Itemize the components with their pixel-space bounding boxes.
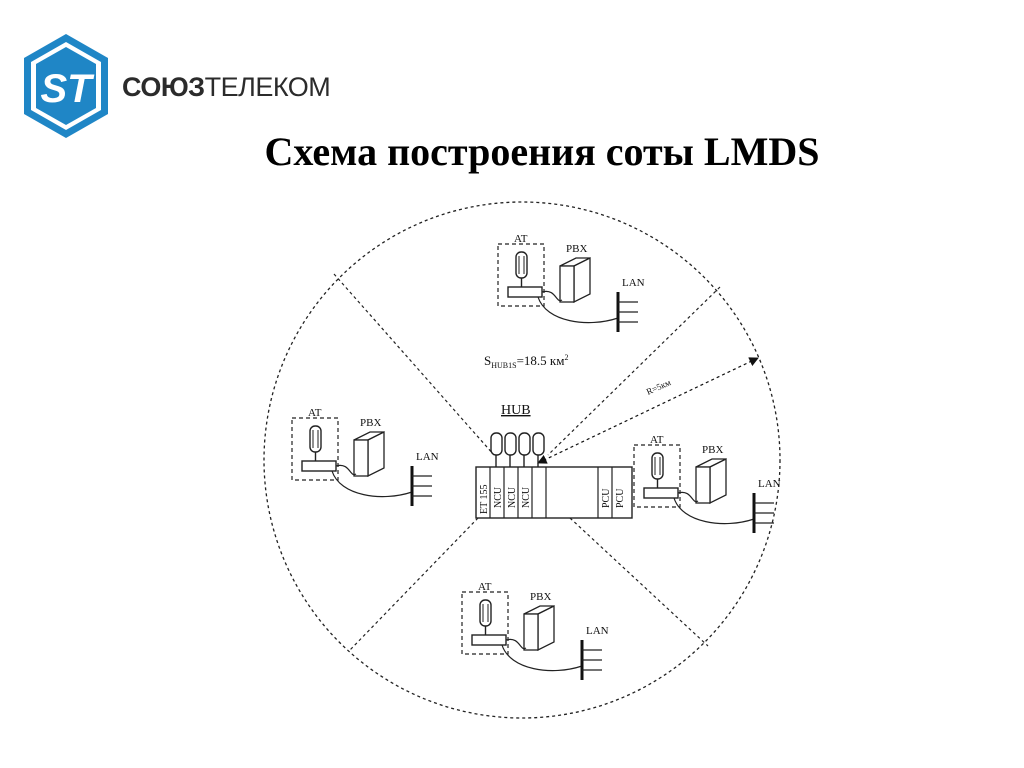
at-label: AT (514, 233, 528, 245)
lan-label: LAN (586, 625, 609, 637)
subscriber-equipment-icon (290, 416, 434, 508)
pbx-label: PBX (530, 591, 551, 603)
subscriber-equipment-icon (460, 590, 604, 682)
subscriber-station: AT PBX LAN (496, 233, 645, 334)
pbx-label: PBX (702, 444, 723, 456)
company-name: СОЮЗТЕЛЕКОМ (122, 72, 331, 103)
subscriber-station: AT PBX LAN (290, 407, 439, 508)
page-title: Схема построения соты LMDS (264, 129, 820, 174)
company-name-bold: СОЮЗ (122, 72, 205, 102)
at-label: AT (478, 581, 492, 593)
subscriber-equipment-icon (496, 242, 640, 334)
hub-rack (475, 466, 633, 519)
hub-module-et155: ET 155 (479, 484, 490, 514)
pbx-label: PBX (566, 243, 587, 255)
lan-label: LAN (758, 478, 781, 490)
sector-divider (569, 517, 709, 647)
sector-divider (349, 517, 479, 651)
company-name-regular: ТЕЛЕКОМ (204, 72, 331, 102)
hub: HUB ET 155 NCU NCU NCU PCU PCU (475, 403, 633, 519)
hub-module-ncu: NCU (507, 486, 518, 508)
hub-module-ncu: NCU (493, 486, 504, 508)
hub-antenna-icon (490, 432, 545, 467)
subscriber-equipment-icon (632, 443, 776, 535)
lan-label: LAN (622, 277, 645, 289)
subscriber-station: AT PBX LAN (632, 434, 781, 535)
subscriber-station: AT PBX LAN (460, 581, 609, 682)
hub-module-pcu: PCU (615, 488, 626, 508)
hub-label: HUB (501, 403, 531, 418)
hub-module-ncu: NCU (521, 486, 532, 508)
st-logo-icon: ST (24, 34, 108, 138)
pbx-label: PBX (360, 417, 381, 429)
sector-divider (333, 273, 495, 456)
radius-arrow (537, 357, 759, 464)
logo-mark-text: ST (40, 67, 95, 111)
lan-label: LAN (416, 451, 439, 463)
hub-module-pcu: PCU (601, 488, 612, 508)
at-label: AT (650, 434, 664, 446)
cell-boundary (263, 201, 781, 719)
area-label: SHUB1S=18.5 км2 (484, 353, 568, 370)
at-label: AT (308, 407, 322, 419)
radius-label: R=5км (645, 377, 673, 397)
